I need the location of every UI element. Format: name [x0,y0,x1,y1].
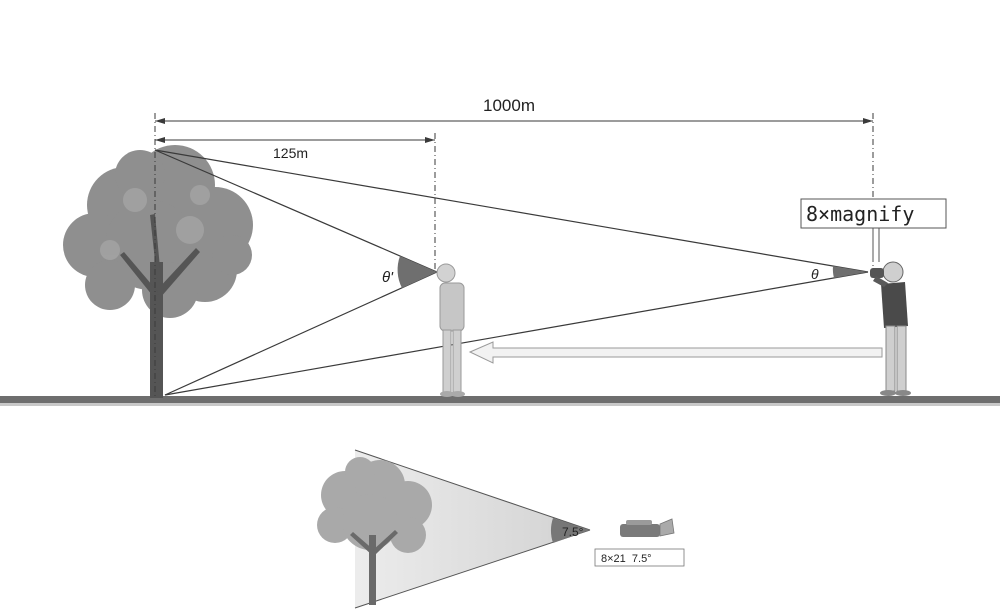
small-tree-icon [317,457,432,605]
magnify-callout: 8×magnify [800,198,947,262]
sight-lines [154,149,869,396]
magnify-label: 8×magnify [806,202,914,226]
fov-illustration: 7.5° 8×21 7.5° [317,449,685,609]
binocular-spec-box [594,548,685,567]
near-person-icon [436,263,465,397]
walk-arrow-icon [468,341,883,364]
angle-far-label: θ [811,266,819,282]
ground-line [0,396,1000,403]
angle-near-label: θ' [382,269,394,286]
fov-angle-label: 7.5° [562,525,584,539]
dimension-arrowheads [155,118,873,143]
binocular-spec-label: 8×21 7.5° [601,553,652,565]
angle-near-wedge [397,256,437,288]
far-distance-label: 1000m [483,96,535,115]
near-distance-label: 125m [273,145,308,161]
ground-shadow [0,403,1000,406]
tree-icon [63,145,253,398]
binocular-icon [620,518,675,537]
angle-far-wedge [832,266,868,278]
far-person-icon [870,261,911,396]
